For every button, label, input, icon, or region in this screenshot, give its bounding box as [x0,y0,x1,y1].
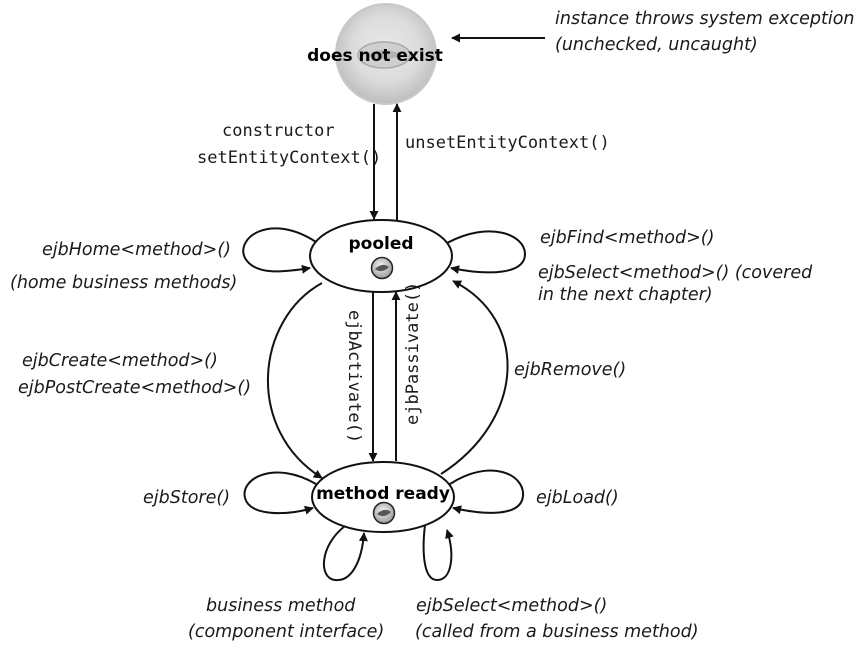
label-ejb-post-create: ejbPostCreate<method>() [18,378,251,398]
label-constructor: constructor [222,121,335,141]
label-ejb-find: ejbFind<method>() [540,228,714,248]
label-ejb-activate: ejbActivate() [344,310,364,443]
edge-loop-ejb-home [242,227,317,274]
label-ejb-store: ejbStore() [143,488,230,508]
label-ejb-select-bm: ejbSelect<method>() [416,596,607,616]
edge-ejb-remove [440,280,509,475]
label-ejb-home-note: (home business methods) [10,273,237,293]
state-label-does-not-exist: does not exist [307,46,443,66]
state-does-not-exist: does not exist [307,3,443,105]
label-business-method-note: (component interface) [188,622,384,642]
edge-ejb-create [266,282,323,479]
label-ejb-home: ejbHome<method>() [42,240,231,260]
label-ejb-select-line2: in the next chapter) [538,285,713,305]
state-pooled: pooled [309,219,453,293]
edge-loop-ejb-select-bm [422,524,454,582]
label-exception-line2: (unchecked, uncaught) [555,35,758,55]
edge-loop-ejb-store [243,471,317,515]
label-ejb-create: ejbCreate<method>() [22,351,218,371]
label-unset-entity-context: unsetEntityContext() [405,133,610,153]
edge-loop-ejb-load [449,469,525,515]
label-ejb-select-line1: ejbSelect<method>() (covered [538,263,813,283]
edge-loop-ejb-find [446,230,527,275]
bean-icon [370,256,394,280]
state-label-method-ready: method ready [316,484,450,504]
label-ejb-passivate: ejbPassivate() [403,282,423,425]
label-business-method: business method [206,596,356,616]
label-exception-line1: instance throws system exception [555,9,855,29]
state-label-pooled: pooled [348,234,413,254]
bean-icon [372,501,396,525]
label-ejb-remove: ejbRemove() [514,360,626,380]
label-set-entity-context: setEntityContext() [197,148,381,168]
state-method-ready: method ready [311,461,455,533]
label-ejb-select-bm-note: (called from a business method) [415,622,699,642]
label-ejb-load: ejbLoad() [536,488,619,508]
edge-loop-business-method [322,525,368,582]
